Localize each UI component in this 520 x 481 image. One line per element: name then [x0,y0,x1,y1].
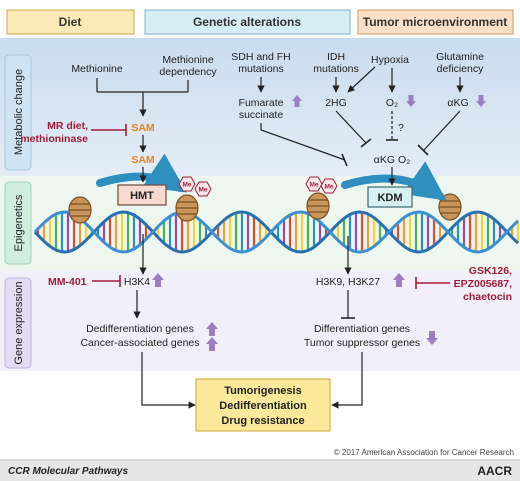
o2-down-icon [406,95,416,107]
methyl-mark-3: Me [305,176,323,192]
label-akg: αKG [447,97,468,109]
hmt-label: HMT [130,190,154,202]
hmt-box: HMT [117,184,167,206]
label-2hg: 2HG [325,97,347,109]
right-to-outcome-arrow [331,352,363,409]
side-metabolic: Metabolic change [4,54,32,171]
label-mr-diet-1: MR diet, [47,120,88,132]
methionine-arrows [96,78,189,117]
inhibitors-inhibit [415,277,450,289]
label-inhibitors-3: chaetocin [463,291,512,303]
label-methionine: Methionine [71,63,123,75]
methyl-label-1: Me [182,182,191,189]
label-h3k9-h3k27: H3K9, H3K27 [316,276,380,288]
nucleosome-mid-right [306,192,330,220]
kdm-curved-arrow [341,161,447,201]
akg-down-icon [476,95,486,107]
h3k27-up-icon [393,273,405,287]
side-epigenetics: Epigenetics [4,181,32,265]
side-metabolic-label: Metabolic change [13,69,25,155]
label-sam: SAM [131,122,155,134]
label-question: ? [398,122,404,134]
nucleosome-mid-left [175,194,199,222]
label-succinate: succinate [239,109,284,121]
label-sdh-fh-1: SDH and FH [231,51,291,63]
nucleosome-left [68,196,92,224]
category-tumor: Tumor microenvironment [357,9,514,35]
label-idh-2: mutations [313,63,359,75]
methyl-mark-4: Me [320,178,338,194]
category-diet: Diet [6,9,135,35]
dna-strand-b [33,210,520,254]
copyright: © 2017 American Association for Cancer R… [334,448,514,457]
outcome-line-1: Tumorigenesis [224,385,301,397]
label-glutamine-2: deficiency [437,63,484,75]
label-sdh-fh-2: mutations [238,63,284,75]
label-methionine-dependency-2: dependency [159,66,217,78]
dna-strand-a [33,210,520,254]
fumarate-inhibit-line [260,123,346,161]
kdm-box: KDM [367,186,413,208]
label-fumarate: Fumarate [239,97,284,109]
footer-bar [0,460,520,481]
methyl-label-3: Me [309,182,318,189]
aacr-logo: AACR [477,464,512,478]
label-dediff-genes: Dedifferentiation genes [86,323,194,335]
methyl-mark-1: Me [178,176,196,192]
label-glutamine-1: Glutamine [436,51,484,63]
methyl-label-2: Me [198,187,207,194]
category-genetic-label: Genetic alterations [193,15,301,29]
label-o2: O₂ [386,97,398,109]
label-akg-o2: αKG O₂ [374,154,410,166]
kdm-label: KDM [377,192,402,204]
outcome-line-2: Dedifferentiation [219,400,307,412]
left-to-outcome-arrow [141,352,196,409]
category-diet-label: Diet [59,15,82,29]
label-inhibitors-2: EPZ005687, [454,278,512,290]
side-gene-expression: Gene expression [4,277,32,369]
journal-name: CCR Molecular Pathways [8,466,128,477]
label-h3k4: H3K4 [124,276,150,288]
side-gene-expression-label: Gene expression [13,281,25,364]
mr-diet-inhibit [91,124,127,136]
2hg-inhibit-bar [360,138,372,148]
side-epigenetics-label: Epigenetics [13,194,25,251]
gene-expression-band [0,271,520,371]
mm401-inhibit [92,275,121,287]
label-hypoxia: Hypoxia [371,54,409,66]
akg-inhibit-line [423,110,461,151]
category-tumor-label: Tumor microenvironment [363,15,507,29]
2hg-inhibit-line [335,110,367,144]
label-methionine-dependency-1: Methionine [162,54,214,66]
label-mm401: MM-401 [48,276,87,288]
fumarate-inhibit-bar [341,153,348,167]
dediff-up-icon [206,322,218,336]
fumarate-up-icon [292,95,302,107]
hypoxia-to-2hg-arrow [347,66,376,93]
dna-rungs [36,212,520,252]
methyl-mark-2: Me [194,181,212,197]
dna-helix [33,210,520,254]
label-idh-1: IDH [327,51,345,63]
label-inhibitors-1: GSK126, [469,265,512,277]
label-diff-genes: Differentiation genes [314,323,410,335]
label-cancer-genes: Cancer-associated genes [80,337,199,349]
category-genetic: Genetic alterations [144,9,351,35]
akg-inhibit-bar [417,144,429,156]
tsg-down-icon [426,331,438,345]
outcome-line-3: Drug resistance [221,415,304,427]
outcome-box: Tumorigenesis Dedifferentiation Drug res… [195,378,331,432]
methyl-label-4: Me [324,184,333,191]
cancer-up-icon [206,337,218,351]
h3k4-up-icon [152,273,164,287]
label-mr-diet-2: methioninase [20,133,88,145]
label-sam-2: SAM [131,154,155,166]
label-tumor-suppressor: Tumor suppressor genes [304,337,420,349]
